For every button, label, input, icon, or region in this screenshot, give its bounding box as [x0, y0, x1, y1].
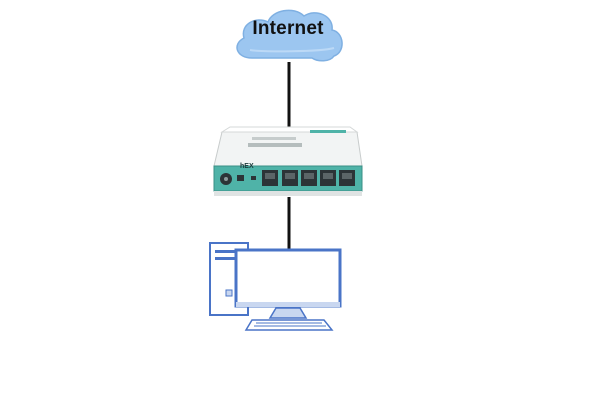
- router-icon: [213, 126, 363, 196]
- router-ethernet-ports: [262, 170, 355, 186]
- cloud-icon: [236, 9, 343, 62]
- desktop-computer-icon: [209, 242, 342, 331]
- internet-label: Internet: [252, 18, 324, 39]
- router-model-label: hEX: [240, 163, 254, 170]
